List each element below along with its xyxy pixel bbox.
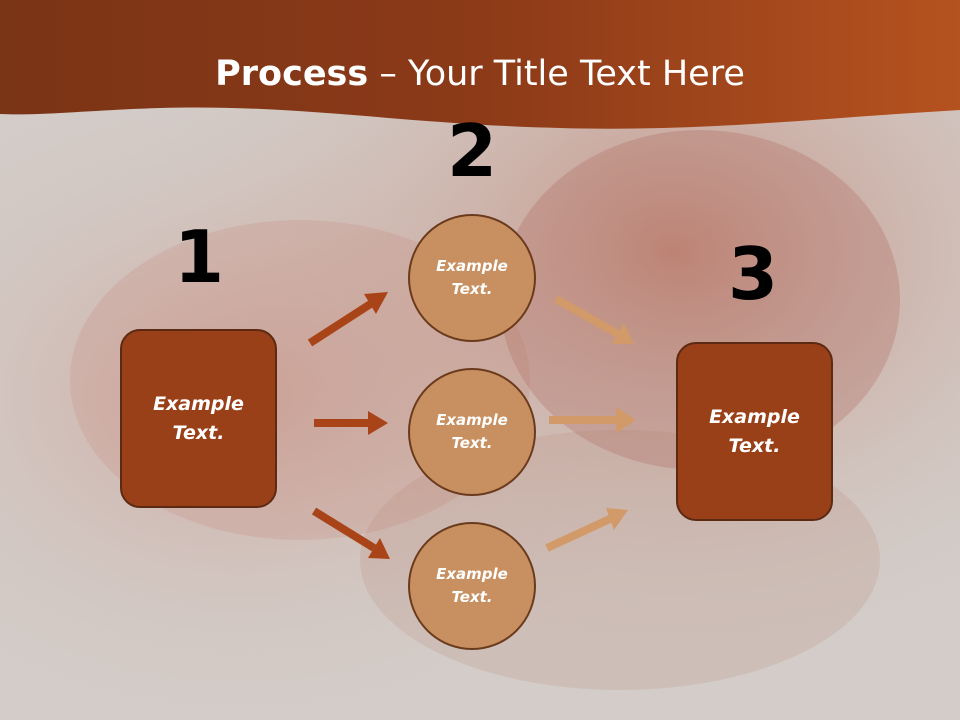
step-1-number: 1 <box>173 215 225 299</box>
slide-title: Process – Your Title Text Here <box>0 52 960 96</box>
arrow-1-to-top <box>307 292 388 347</box>
step-1-box: Example Text. <box>120 329 277 508</box>
arrow-bottom-to-3 <box>545 508 628 552</box>
step-2-number: 2 <box>446 109 498 193</box>
arrow-1-to-middle <box>314 411 388 435</box>
arrow-middle-to-3 <box>549 407 636 433</box>
step-3-label: Example Text. <box>709 405 800 457</box>
step-2-circle-top: Example Text. <box>408 214 536 342</box>
step-2-circle-bottom: Example Text. <box>408 522 536 650</box>
title-rest: – Your Title Text Here <box>368 54 745 94</box>
step-2-label-middle: Example Text. <box>436 411 508 452</box>
arrow-1-to-bottom <box>311 507 390 559</box>
step-1-label: Example Text. <box>153 392 244 444</box>
step-2-label-top: Example Text. <box>436 257 508 298</box>
step-2-label-bottom: Example Text. <box>436 565 508 606</box>
arrow-top-to-3 <box>554 295 634 344</box>
step-2-circle-middle: Example Text. <box>408 368 536 496</box>
title-bold: Process <box>215 54 369 94</box>
step-3-box: Example Text. <box>676 342 833 521</box>
step-3-number: 3 <box>727 232 779 316</box>
header-band <box>0 0 960 129</box>
